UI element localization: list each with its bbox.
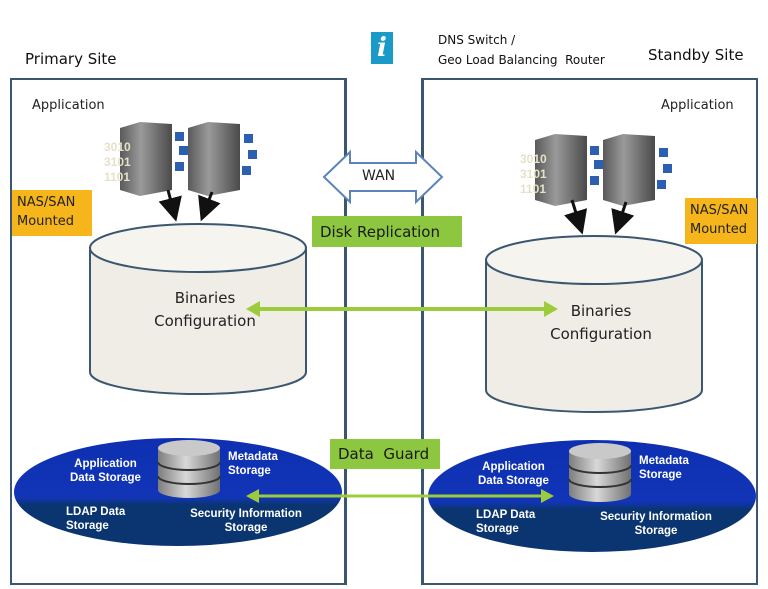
standby-site-title: Standby Site: [648, 46, 744, 64]
router-label-line1: DNS Switch /: [438, 33, 516, 47]
wan-arrow-icon: [322, 149, 444, 205]
standby-security-line2: Storage: [634, 525, 678, 537]
standby-security-line1: Security Information: [600, 511, 712, 523]
primary-nas-line2: Mounted: [17, 214, 74, 229]
standby-nas-line2: Mounted: [690, 222, 747, 237]
primary-nas-line1: NAS/SAN: [17, 195, 76, 210]
primary-bits-2: 3101: [104, 155, 131, 169]
standby-app-data-line1: Application: [482, 461, 545, 473]
primary-metadata-label: Metadata Storage: [228, 450, 278, 478]
standby-app-data-label: Application Data Storage: [478, 460, 549, 488]
standby-nas-badge: NAS/SAN Mounted: [685, 198, 757, 244]
primary-nas-badge: NAS/SAN Mounted: [12, 190, 92, 236]
standby-ldap-line2: Storage: [476, 523, 519, 535]
standby-nas-line1: NAS/SAN: [690, 203, 749, 218]
primary-ldap-label: LDAP Data Storage: [66, 505, 125, 533]
primary-binaries: Binaries: [174, 289, 236, 307]
standby-application-label: Application: [661, 98, 734, 113]
standby-ldap-line1: LDAP Data: [476, 509, 536, 521]
standby-ldap-label: LDAP Data Storage: [476, 508, 535, 536]
standby-metadata-line2: Storage: [639, 469, 682, 481]
standby-metadata-label: Metadata Storage: [639, 454, 689, 482]
primary-server-bits: 3010 3101 1101: [104, 140, 131, 185]
primary-metadata-line1: Metadata: [228, 451, 278, 463]
primary-configuration: Configuration: [154, 312, 256, 330]
router-label: DNS Switch / Geo Load Balancing Router: [438, 30, 605, 70]
standby-storage-label: Binaries Configuration: [536, 300, 666, 346]
standby-security-label: Security Information Storage: [594, 510, 718, 538]
primary-security-label: Security Information Storage: [184, 507, 308, 535]
standby-metadata-line1: Metadata: [639, 455, 689, 467]
data-guard-badge: Data Guard: [330, 439, 440, 469]
standby-servers-icon: [535, 134, 672, 235]
primary-metadata-line2: Storage: [228, 465, 271, 477]
standby-bits-3: 1101: [520, 182, 547, 196]
primary-application-label: Application: [32, 98, 105, 113]
standby-binaries: Binaries: [570, 302, 632, 320]
primary-bits-3: 1101: [104, 170, 131, 184]
primary-storage-label: Binaries Configuration: [140, 287, 270, 333]
primary-ldap-line1: LDAP Data: [66, 506, 126, 518]
wan-label: WAN: [362, 168, 396, 184]
primary-db-icon: [157, 440, 221, 498]
primary-site-title: Primary Site: [25, 50, 117, 68]
standby-db-icon: [568, 443, 632, 502]
primary-security-line1: Security Information: [190, 508, 302, 520]
data-guard-sync-arrow: [246, 489, 554, 503]
primary-app-data-line2: Data Storage: [70, 472, 141, 484]
primary-bits-1: 3010: [104, 140, 131, 154]
standby-configuration: Configuration: [550, 325, 652, 343]
primary-security-line2: Storage: [224, 522, 268, 534]
standby-server-bits: 3010 3101 1101: [520, 152, 547, 197]
primary-ldap-line2: Storage: [66, 520, 109, 532]
standby-bits-2: 3101: [520, 167, 547, 181]
primary-app-data-line1: Application: [74, 458, 137, 470]
router-label-line2: Geo Load Balancing Router: [438, 53, 605, 67]
primary-storage-cylinder: [89, 223, 307, 395]
standby-storage-cylinder: [485, 235, 703, 413]
standby-bits-1: 3010: [520, 152, 547, 166]
primary-app-data-label: Application Data Storage: [70, 457, 141, 485]
binaries-sync-arrow: [246, 301, 558, 317]
primary-servers-icon: [120, 122, 257, 222]
disk-replication-badge: Disk Replication: [312, 216, 462, 247]
info-icon: i: [371, 32, 393, 64]
standby-app-data-line2: Data Storage: [478, 475, 549, 487]
